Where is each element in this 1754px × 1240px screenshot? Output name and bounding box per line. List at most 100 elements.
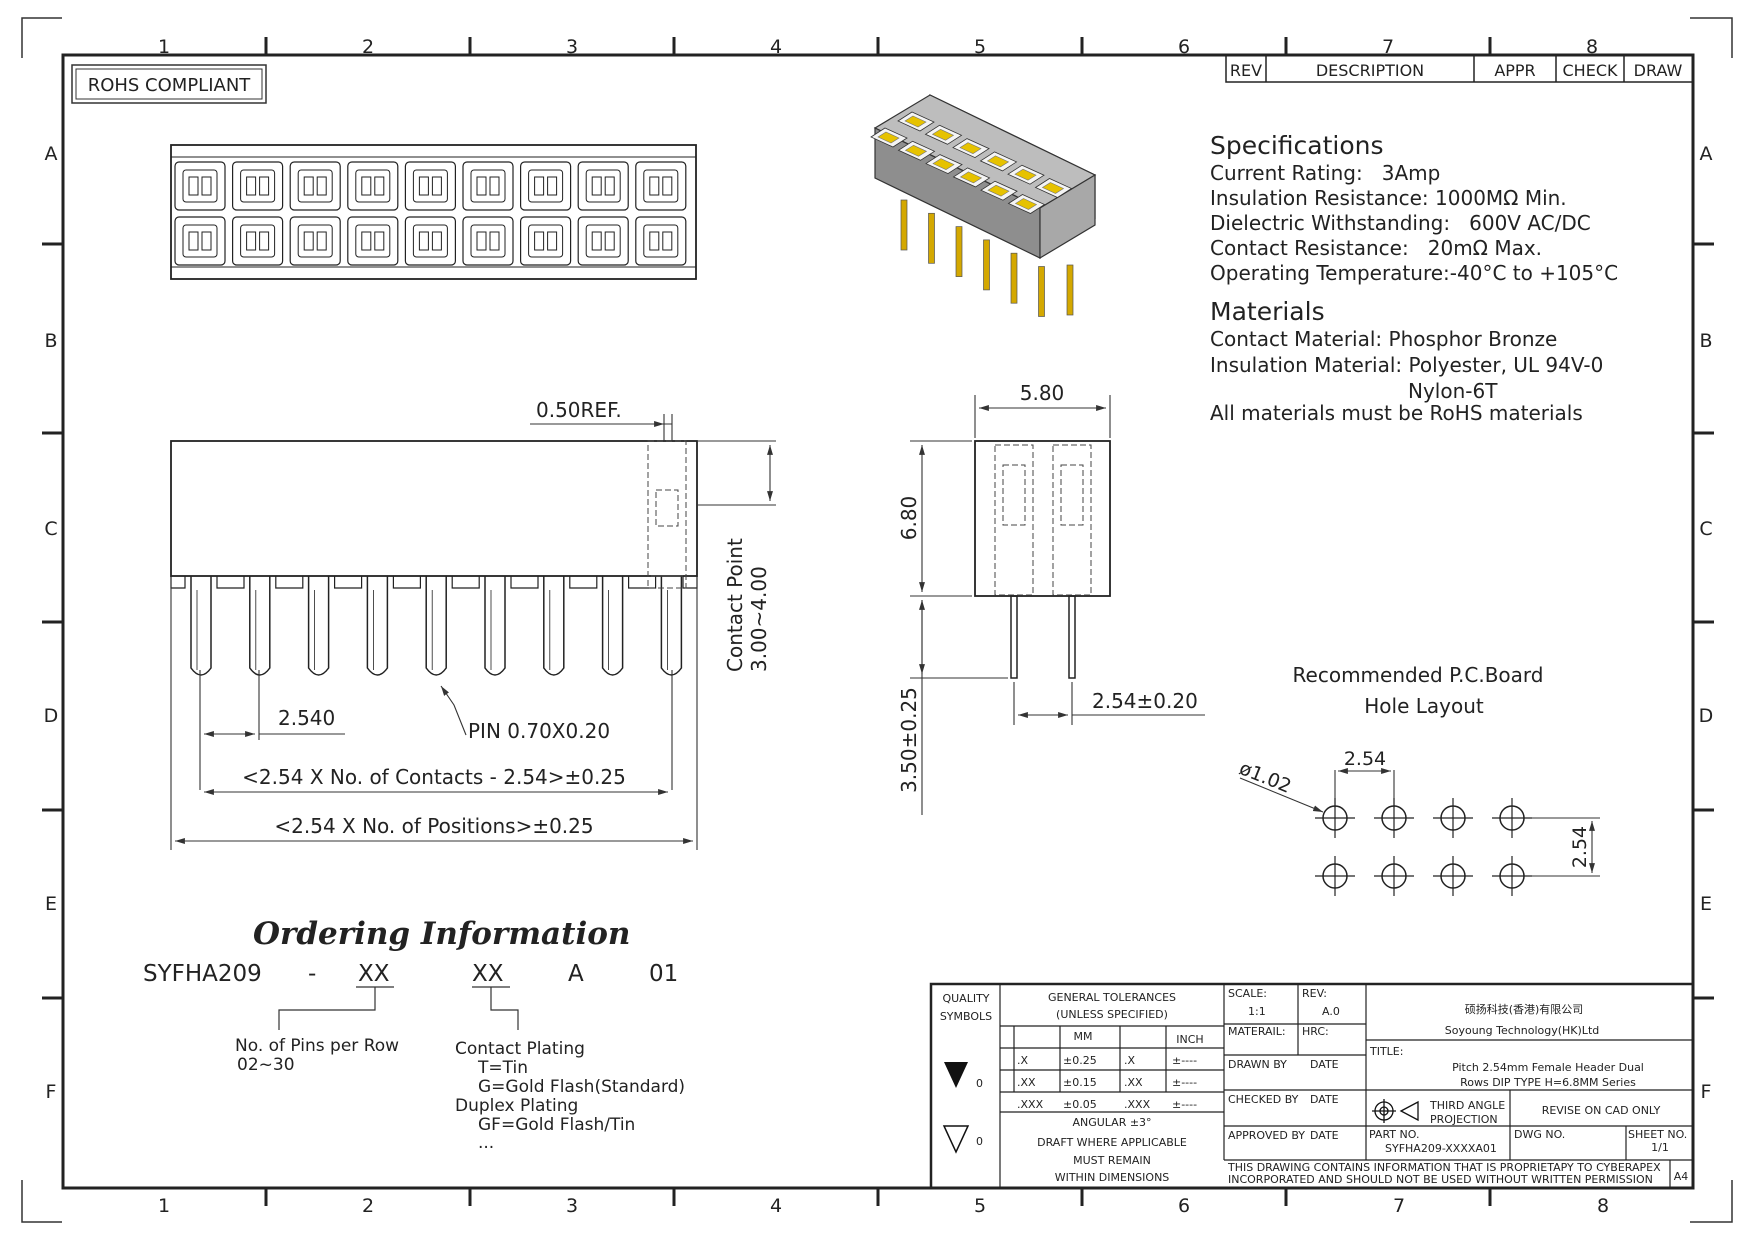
spec-insulation: Insulation Resistance: 1000MΩ Min. bbox=[1210, 186, 1567, 210]
description-header: DESCRIPTION bbox=[1316, 61, 1424, 80]
tolerance-title-2: (UNLESS SPECIFIED) bbox=[1056, 1008, 1168, 1021]
iso-contact bbox=[904, 115, 927, 128]
contact-cell-inner bbox=[412, 169, 448, 203]
contact-slot bbox=[431, 231, 442, 251]
contact-cell-inner bbox=[585, 224, 621, 258]
projection-label-1: THIRD ANGLE bbox=[1429, 1099, 1505, 1112]
contact-slot bbox=[303, 231, 314, 251]
tolerance-inch-header: INCH bbox=[1176, 1033, 1203, 1046]
pcb-title-2: Hole Layout bbox=[1364, 694, 1484, 718]
contact-slot bbox=[188, 231, 199, 251]
tolerance-cell: .XXX bbox=[1017, 1098, 1044, 1111]
approved-by-label: APPROVED BY bbox=[1228, 1129, 1305, 1142]
appr-header: APPR bbox=[1494, 61, 1535, 80]
contact-cell bbox=[577, 161, 629, 211]
contact-cell bbox=[174, 161, 226, 211]
contact-cell bbox=[462, 161, 514, 211]
front-pin bbox=[249, 576, 271, 676]
pins-range: 02~30 bbox=[237, 1055, 295, 1075]
contact-slot bbox=[662, 231, 673, 251]
tolerance-cell: .X bbox=[1124, 1054, 1135, 1067]
iso-pin bbox=[955, 226, 963, 277]
drawn-date-label: DATE bbox=[1310, 1058, 1339, 1071]
row-pitch-dimension: 2.54±0.20 bbox=[1092, 689, 1198, 713]
zone-col-7-top: 7 bbox=[1382, 36, 1394, 58]
part-no-value: SYFHA209-XXXXA01 bbox=[1385, 1142, 1497, 1155]
draft-note-2: MUST REMAIN bbox=[1073, 1154, 1151, 1167]
spec-contact-resistance: Contact Resistance: 20mΩ Max. bbox=[1210, 236, 1542, 260]
notice-1: THIS DRAWING CONTAINS INFORMATION THAT I… bbox=[1227, 1161, 1661, 1174]
tolerance-cell: ±---- bbox=[1172, 1054, 1197, 1067]
side-view bbox=[974, 440, 1111, 679]
spec-dielectric: Dielectric Withstanding: 600V AC/DC bbox=[1210, 211, 1591, 235]
draft-note-3: WITHIN DIMENSIONS bbox=[1055, 1171, 1170, 1184]
revision-table bbox=[1225, 54, 1694, 83]
zone-col-8-top: 8 bbox=[1586, 36, 1598, 58]
contact-cell-inner bbox=[585, 169, 621, 203]
draft-note-1: DRAFT WHERE APPLICABLE bbox=[1037, 1136, 1187, 1149]
front-pin bbox=[601, 576, 624, 676]
contact-slot bbox=[316, 176, 327, 196]
contact-cell-inner bbox=[355, 169, 391, 203]
contact-point-value: 3.00~4.00 bbox=[747, 566, 771, 672]
contact-cell bbox=[232, 216, 284, 266]
zone-row-d-right: D bbox=[1699, 705, 1714, 727]
front-pin bbox=[484, 576, 506, 676]
contact-slot bbox=[374, 231, 385, 251]
contact-slot bbox=[201, 231, 212, 251]
part-dash: - bbox=[308, 961, 316, 987]
front-tooth bbox=[510, 576, 539, 589]
zone-col-5-top: 5 bbox=[974, 36, 986, 58]
front-tooth bbox=[451, 576, 480, 589]
pitch-dimension: 2.540 bbox=[278, 706, 335, 730]
contact-cell-inner bbox=[182, 224, 218, 258]
contacts-length: <2.54 X No. of Contacts - 2.54>±0.25 bbox=[242, 765, 626, 789]
contact-slot bbox=[547, 231, 558, 251]
contact-cell bbox=[462, 216, 514, 266]
contact-cell bbox=[289, 161, 341, 211]
pin-length-dimension: 3.50±0.25 bbox=[897, 687, 921, 793]
contact-cell bbox=[289, 216, 341, 266]
hole-diameter: ø1.02 bbox=[1236, 757, 1294, 798]
contact-slot bbox=[649, 176, 660, 196]
contact-cell bbox=[577, 216, 629, 266]
contact-cell-inner bbox=[528, 224, 564, 258]
front-tooth bbox=[628, 576, 657, 589]
contact-slot bbox=[662, 176, 673, 196]
ref-dimension: 0.50REF. bbox=[536, 398, 622, 422]
front-pin bbox=[307, 576, 330, 676]
contact-slot bbox=[604, 176, 615, 196]
front-pin bbox=[543, 576, 565, 676]
plating-1: Contact Plating bbox=[455, 1039, 585, 1059]
front-tooth bbox=[170, 576, 186, 589]
top-view bbox=[170, 144, 697, 280]
contact-slot bbox=[476, 176, 487, 196]
zone-col-4-top: 4 bbox=[770, 36, 782, 58]
zone-row-f-right: F bbox=[1701, 1081, 1712, 1103]
zone-col-5-bottom: 5 bbox=[974, 1195, 986, 1217]
contact-cell-inner bbox=[412, 224, 448, 258]
iso-contact bbox=[1041, 182, 1065, 194]
sheet-no-value: 1/1 bbox=[1651, 1141, 1669, 1154]
iso-contact bbox=[1014, 168, 1037, 181]
contact-slot bbox=[361, 231, 372, 251]
quality-label-1: QUALITY bbox=[942, 992, 989, 1005]
notice-2: INCORPORATED AND SHOULD NOT BE USED WITH… bbox=[1228, 1173, 1653, 1186]
zone-row-a-left: A bbox=[45, 143, 58, 165]
check-header: CHECK bbox=[1563, 61, 1618, 80]
quality-symbol-outline-icon bbox=[942, 1125, 970, 1154]
iso-pin bbox=[983, 239, 990, 291]
quality-label-2: SYMBOLS bbox=[940, 1010, 992, 1023]
part-no-label: PART NO. bbox=[1369, 1128, 1419, 1141]
pcb-pitch-x: 2.54 bbox=[1344, 748, 1386, 770]
contact-slot bbox=[418, 176, 429, 196]
iso-pin bbox=[900, 199, 908, 251]
specifications-heading: Specifications bbox=[1210, 131, 1384, 160]
zone-col-8-bottom: 8 bbox=[1597, 1195, 1609, 1217]
zone-row-e-left: E bbox=[45, 893, 57, 915]
contact-cell-inner bbox=[470, 224, 506, 258]
contact-cell-inner bbox=[643, 224, 679, 258]
zone-col-1-bottom: 1 bbox=[158, 1195, 170, 1217]
rev-value: A.0 bbox=[1322, 1005, 1340, 1018]
rohs-text: ROHS COMPLIANT bbox=[88, 75, 252, 96]
